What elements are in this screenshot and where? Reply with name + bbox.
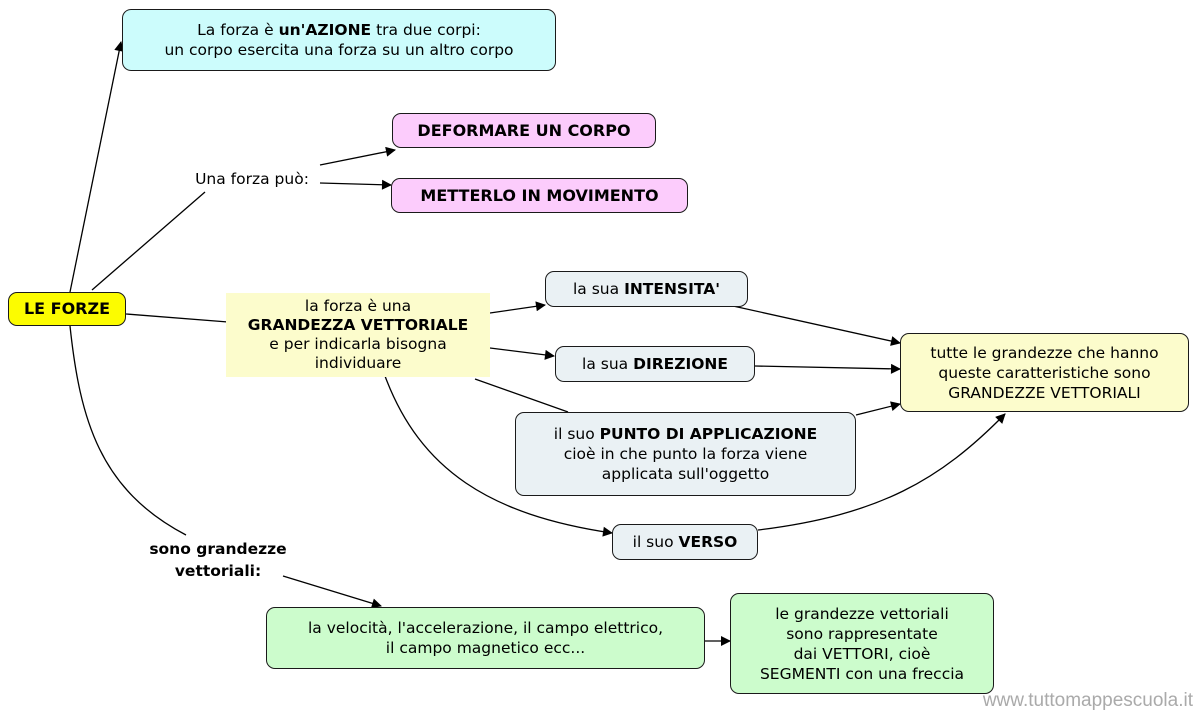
node-punto-applicazione[interactable]: il suo PUNTO DI APPLICAZIONE cioè in che… bbox=[515, 412, 856, 496]
node-intensita[interactable]: la sua INTENSITA' bbox=[545, 271, 748, 307]
label-sono-grandezze-vettoriali: sono grandezze vettoriali: bbox=[149, 540, 287, 580]
azione-line1: La forza è un'AZIONE tra due corpi: bbox=[197, 21, 481, 39]
node-deformare-corpo[interactable]: DEFORMARE UN CORPO bbox=[392, 113, 656, 148]
azione-line2: un corpo esercita una forza su un altro … bbox=[164, 41, 514, 59]
edge-verso-conclusione bbox=[757, 413, 1006, 531]
node-metterlo-movimento[interactable]: METTERLO IN MOVIMENTO bbox=[391, 178, 688, 213]
edge-grandezza-verso bbox=[384, 375, 613, 537]
edge-root-puo bbox=[91, 191, 206, 291]
node-vettori[interactable]: le grandezze vettoriali sono rappresenta… bbox=[730, 593, 994, 694]
edge-puo-deformare bbox=[319, 146, 396, 166]
edge-punto-conclusione bbox=[855, 401, 901, 416]
node-verso[interactable]: il suo VERSO bbox=[612, 524, 758, 560]
edge-grandezza-direzione bbox=[489, 347, 555, 360]
edge-root-grandezza bbox=[125, 313, 229, 323]
root-label: LE FORZE bbox=[23, 299, 111, 318]
edge-intensita-conclusione bbox=[732, 305, 901, 346]
edge-grandezza-punto bbox=[474, 378, 569, 413]
edge-vettoriali-esempi bbox=[282, 575, 382, 609]
node-direzione[interactable]: la sua DIREZIONE bbox=[555, 346, 755, 382]
node-azione[interactable]: La forza è un'AZIONE tra due corpi: un c… bbox=[122, 9, 556, 71]
edge-root-azione bbox=[69, 41, 125, 293]
edge-direzione-conclusione bbox=[754, 363, 901, 374]
edge-grandezza-intensita bbox=[489, 301, 546, 314]
label-una-forza-puo: Una forza può: bbox=[195, 170, 309, 188]
watermark: www.tuttomappescuola.it bbox=[982, 690, 1193, 711]
edge-root-vettoriali bbox=[69, 325, 187, 536]
root-node-le-forze[interactable]: LE FORZE bbox=[8, 292, 126, 326]
label-grandezza-vettoriale: la forza è una GRANDEZZA VETTORIALE e pe… bbox=[226, 293, 490, 377]
node-esempi[interactable]: la velocità, l'accelerazione, il campo e… bbox=[266, 607, 705, 669]
edge-puo-movimento bbox=[319, 179, 392, 190]
node-conclusione[interactable]: tutte le grandezze che hanno queste cara… bbox=[900, 333, 1189, 412]
